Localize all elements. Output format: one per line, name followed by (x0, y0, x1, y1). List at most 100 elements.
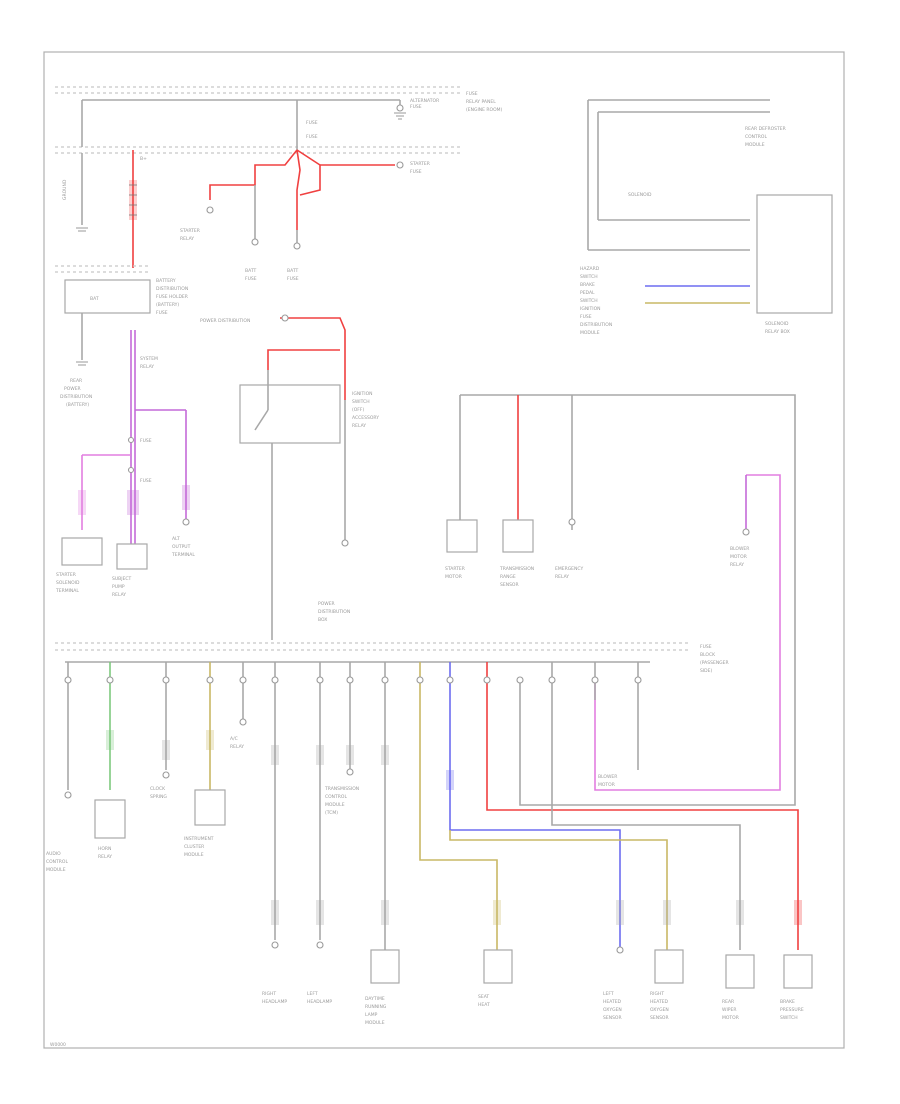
left-purple-circuits: SYSTEM RELAY FUSE FUSE STARTER SOLENOID … (55, 330, 195, 598)
svg-text:ACCESSORY: ACCESSORY (352, 415, 379, 421)
svg-text:POWER: POWER (64, 386, 81, 392)
svg-text:FUSE: FUSE (306, 134, 318, 140)
svg-text:PEDAL: PEDAL (580, 290, 595, 296)
svg-text:ALTERNATOR: ALTERNATOR (410, 98, 439, 104)
svg-text:BRAKE: BRAKE (780, 999, 795, 1005)
svg-text:MODULE: MODULE (325, 802, 345, 808)
svg-text:WIPER: WIPER (722, 1007, 736, 1013)
svg-text:STARTER: STARTER (410, 161, 430, 167)
battery-feed-wire: B+ (129, 150, 147, 268)
svg-text:MODULE: MODULE (745, 142, 765, 148)
svg-text:DISTRIBUTION: DISTRIBUTION (156, 286, 188, 292)
bus-label: FUSE (700, 644, 712, 650)
svg-text:BLOWER: BLOWER (598, 774, 617, 780)
svg-text:MODULE: MODULE (365, 1020, 385, 1026)
svg-text:HEADLAMP: HEADLAMP (307, 999, 332, 1005)
svg-text:CONTROL: CONTROL (325, 794, 347, 800)
svg-text:A/C: A/C (230, 736, 238, 742)
svg-text:(TCM): (TCM) (325, 810, 338, 816)
svg-text:SENSOR: SENSOR (500, 582, 519, 588)
svg-text:RELAY: RELAY (98, 854, 112, 860)
svg-text:SYSTEM: SYSTEM (140, 356, 158, 362)
svg-text:RELAY: RELAY (555, 574, 569, 580)
svg-text:BAT: BAT (90, 296, 99, 302)
svg-text:RIGHT: RIGHT (650, 991, 664, 997)
svg-text:(ENGINE ROOM): (ENGINE ROOM) (466, 107, 503, 113)
svg-text:MODULE: MODULE (184, 852, 204, 858)
svg-text:RUNNING: RUNNING (365, 1004, 387, 1010)
svg-text:DISTRIBUTION: DISTRIBUTION (60, 394, 92, 400)
svg-text:BOX: BOX (318, 617, 327, 623)
battery-box (64, 279, 151, 314)
svg-text:FUSE: FUSE (580, 314, 592, 320)
svg-text:PRESSURE: PRESSURE (780, 1007, 804, 1013)
fuse-drops (67, 662, 799, 950)
svg-text:SWITCH: SWITCH (580, 274, 598, 280)
top-fuse-block: ALTERNATOR FUSE FUSE RELAY PANEL (ENGINE… (55, 86, 503, 154)
svg-text:LAMP: LAMP (365, 1012, 378, 1018)
svg-text:BRAKE: BRAKE (580, 282, 595, 288)
svg-text:SWITCH: SWITCH (352, 399, 370, 405)
svg-text:(PASSENGER: (PASSENGER (700, 660, 729, 666)
mid-fuse-circuits: STARTER FUSE STARTER RELAY BATT FUSE BAT… (180, 149, 430, 282)
svg-text:HEADLAMP: HEADLAMP (262, 999, 287, 1005)
page-code: W0000 (50, 1042, 66, 1048)
svg-text:FUSE: FUSE (140, 438, 152, 444)
svg-text:GROUND: GROUND (62, 179, 68, 200)
svg-text:REAR: REAR (722, 999, 734, 1005)
svg-text:BATT: BATT (287, 268, 298, 274)
svg-text:HORN: HORN (98, 846, 111, 852)
svg-text:OUTPUT: OUTPUT (172, 544, 191, 550)
left-chassis-ground: GROUND (62, 153, 88, 232)
bottom-right-components: RIGHT HEADLAMP LEFT HEADLAMP DAYTIME RUN… (262, 774, 813, 1026)
svg-text:SEAT: SEAT (478, 994, 489, 1000)
svg-text:STARTER: STARTER (180, 228, 200, 234)
svg-text:BLOWER: BLOWER (730, 546, 749, 552)
svg-text:RELAY: RELAY (230, 744, 244, 750)
svg-text:TRANSMISSION: TRANSMISSION (324, 786, 359, 792)
svg-text:SOLENOID: SOLENOID (56, 580, 80, 586)
svg-text:RANGE: RANGE (500, 574, 516, 580)
svg-text:SIDE): SIDE) (700, 668, 712, 674)
ignition-label: IGNITION (352, 391, 373, 397)
svg-text:FUSE: FUSE (287, 276, 299, 282)
svg-text:(BATTERY): (BATTERY) (66, 402, 89, 408)
svg-text:RELAY: RELAY (180, 236, 194, 242)
svg-text:CLOCK: CLOCK (150, 786, 166, 792)
bottom-fuse-bus: FUSE BLOCK (PASSENGER SIDE) (46, 642, 813, 1026)
svg-text:(BATTERY): (BATTERY) (156, 302, 179, 308)
svg-text:CONTROL: CONTROL (46, 859, 68, 865)
svg-text:SENSOR: SENSOR (650, 1015, 669, 1021)
svg-text:HEATED: HEATED (650, 999, 669, 1005)
ignition-switch (239, 384, 341, 444)
svg-text:HEAT: HEAT (478, 1002, 490, 1008)
svg-text:BLOCK: BLOCK (700, 652, 716, 658)
svg-text:IGNITION: IGNITION (580, 306, 601, 312)
fuse-box-label: FUSE (466, 91, 478, 97)
fuse-symbols (64, 676, 642, 684)
svg-text:MOTOR: MOTOR (598, 782, 615, 788)
svg-text:RELAY PANEL: RELAY PANEL (466, 99, 496, 105)
svg-text:SWITCH: SWITCH (780, 1015, 798, 1021)
svg-text:FUSE: FUSE (245, 276, 257, 282)
ignition-relay-block: POWER DISTRIBUTION IGNITION SWITCH (OFF)… (200, 314, 379, 640)
connector-hatches (106, 730, 802, 925)
svg-text:CONTROL: CONTROL (745, 134, 767, 140)
svg-text:(OFF): (OFF) (352, 407, 364, 413)
switch-block-right-top: REAR DEFROSTER CONTROL MODULE SOLENOID S… (580, 99, 833, 336)
svg-text:FUSE: FUSE (156, 310, 168, 316)
svg-text:FUSE: FUSE (140, 478, 152, 484)
svg-text:SOLENOID: SOLENOID (628, 192, 652, 198)
svg-text:PUMP: PUMP (112, 584, 125, 590)
svg-text:FUSE: FUSE (306, 120, 318, 126)
bottom-left-components: AUDIO CONTROL MODULE HORN RELAY CLOCK SP… (46, 718, 359, 873)
svg-text:REAR: REAR (70, 378, 82, 384)
svg-text:TRANSMISSION: TRANSMISSION (499, 566, 534, 572)
svg-text:DISTRIBUTION: DISTRIBUTION (580, 322, 612, 328)
svg-text:MOTOR: MOTOR (722, 1015, 739, 1021)
svg-text:TERMINAL: TERMINAL (55, 588, 79, 594)
svg-text:MODULE: MODULE (580, 330, 600, 336)
svg-text:DAYTIME: DAYTIME (365, 996, 385, 1002)
